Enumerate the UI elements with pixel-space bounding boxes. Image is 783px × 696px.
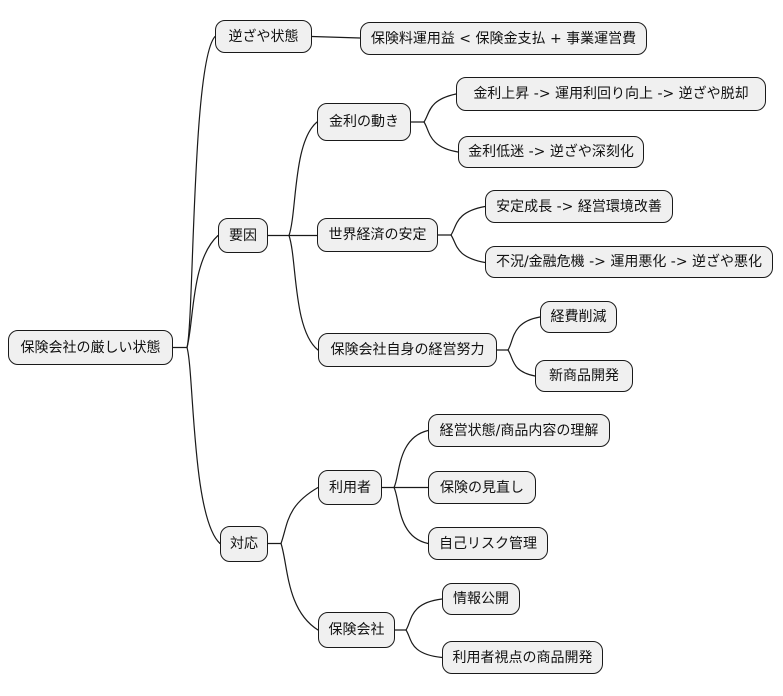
connector-interest-rise (423, 93, 457, 123)
node-responses: 対応 (220, 526, 268, 562)
node-user-oriented-products: 利用者視点の商品開発 (442, 641, 603, 674)
node-rate-rise-outcome: 金利上昇 -> 運用利回り向上 -> 逆ざや脱却 (456, 77, 766, 111)
node-understanding: 経営状態/商品内容の理解 (428, 414, 610, 447)
connector-users-risk (393, 486, 429, 545)
connector-economy-recession (450, 234, 486, 264)
connector-negative-spread-formula (311, 35, 361, 39)
connector-root-negative-spread (186, 35, 216, 349)
node-negative-spread: 逆ざや状態 (215, 20, 312, 53)
connector-factors-efforts (288, 234, 319, 351)
node-recession-outcome: 不況/金融危機 -> 運用悪化 -> 逆ざや悪化 (485, 246, 773, 278)
node-management-efforts: 保険会社自身の経営努力 (318, 333, 497, 367)
node-factors: 要因 (218, 218, 268, 253)
node-interest-rate-trends: 金利の動き (317, 103, 411, 141)
node-information-disclosure: 情報公開 (442, 583, 520, 615)
node-cost-reduction: 経費削減 (540, 301, 617, 333)
connector-root-responses (186, 346, 221, 545)
connector-economy-growth (450, 205, 486, 236)
node-stable-growth-outcome: 安定成長 -> 経営環境改善 (485, 190, 673, 223)
node-global-economy: 世界経済の安定 (317, 218, 438, 252)
connector-users-understanding (393, 429, 429, 489)
node-negative-spread-formula: 保険料運用益 < 保険金支払 + 事業運営費 (360, 22, 647, 55)
connector-efforts-cost (507, 316, 541, 351)
node-users: 利用者 (318, 470, 382, 505)
connector-responses-insurers (280, 542, 319, 631)
connector-interest-stagnation (423, 121, 459, 153)
connector-efforts-products (507, 349, 536, 377)
node-root: 保険会社の厳しい状態 (8, 330, 173, 365)
node-insurers: 保険会社 (318, 612, 395, 648)
connector-factors-interest (288, 121, 318, 237)
node-rate-stagnation-outcome: 金利低迷 -> 逆ざや深刻化 (458, 136, 644, 168)
connector-root-factors (186, 234, 219, 349)
node-policy-review: 保険の見直し (428, 471, 536, 504)
connector-insurers-products (405, 629, 443, 659)
connector-insurers-disclosure (405, 598, 443, 631)
connector-responses-users (280, 486, 319, 545)
node-new-product-development: 新商品開発 (535, 360, 633, 392)
node-self-risk-management: 自己リスク管理 (428, 527, 548, 560)
